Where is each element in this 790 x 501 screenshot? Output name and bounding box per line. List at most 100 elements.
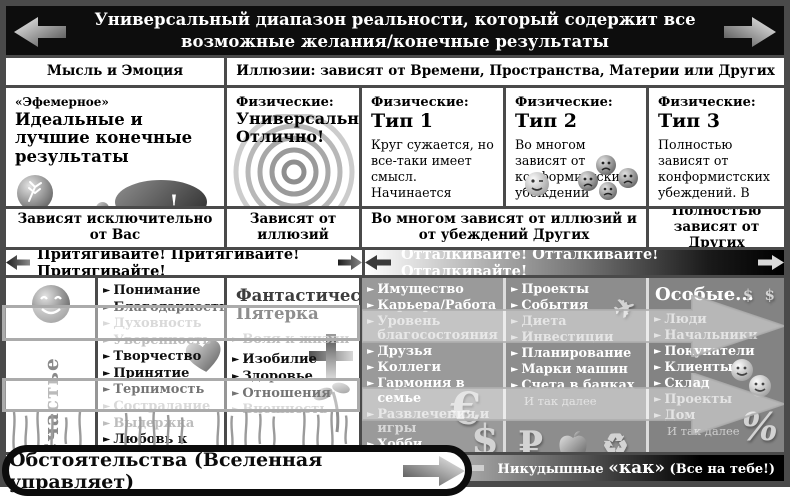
type2-label: Физические:	[515, 95, 613, 110]
repel-label: Отталкивайте! Отталкивайте! Отталкивайте…	[401, 250, 659, 275]
triangle-bullet-icon: ►	[103, 318, 111, 330]
bad-hows-text-end: (Все на тебе!)	[665, 462, 775, 477]
attract-band-icon	[2, 305, 360, 341]
triangle-bullet-icon: ►	[654, 377, 662, 389]
sprout-icon	[307, 380, 351, 434]
list-item-label: Планирование	[521, 345, 632, 361]
list-item: ►Начальники	[654, 328, 782, 343]
list-item: ►Развлечения и игры	[367, 406, 501, 437]
ephemeral-icons: ...!	[15, 173, 215, 206]
list-item-label: Творчество	[113, 349, 202, 365]
list-item: ►Карьера/Работа	[367, 297, 501, 313]
list-item: ►Диета	[511, 314, 644, 329]
types-row: «Эфемерное» Идеальные и лучшие конечные …	[6, 88, 784, 209]
triangle-bullet-icon: ►	[511, 363, 519, 375]
triangle-bullet-icon: ►	[654, 329, 662, 341]
fantastic-five-title: ФантастическаяПятерка	[232, 283, 359, 332]
list-item-label: Развлечения и игры	[377, 406, 490, 437]
bad-hows-text-start: Никудышные	[497, 462, 609, 477]
list-item-label: Коллеги	[377, 360, 442, 376]
triangle-bullet-icon: ►	[511, 299, 519, 311]
universal-title: Универсальные	[236, 109, 360, 128]
bad-hows-kak-emphasis: «как»	[608, 458, 666, 478]
repel-banner: Отталкивайте! Отталкивайте! Отталкивайте…	[365, 250, 784, 275]
cell-type1: Физические: Тип 1 Круг сужается, но все-…	[362, 88, 506, 206]
banner: Универсальный диапазон реальности, котор…	[6, 6, 784, 58]
list-item: ►Отношения	[232, 386, 357, 401]
list-item-label: Отношения	[242, 385, 331, 401]
type3-label: Физические:	[658, 95, 756, 110]
triangle-bullet-icon: ►	[232, 387, 240, 399]
list-item: ►Уровень благосостояния	[367, 314, 501, 344]
triangle-bullet-icon: ►	[654, 409, 662, 421]
special-title: Особые...	[655, 284, 754, 305]
triangle-bullet-icon: ►	[367, 315, 375, 327]
list-item: ►Люди	[654, 312, 782, 327]
list-item-label: Выдержка	[113, 415, 195, 431]
list-item: ►Духовность	[103, 316, 222, 331]
type3-title: Тип 3	[658, 110, 720, 132]
list-item-label: Терпимость	[113, 382, 205, 398]
list-item: ►Покупатели	[654, 344, 782, 359]
triangle-bullet-icon: ►	[103, 384, 111, 396]
attract-band-icon	[2, 378, 360, 412]
list-item-label: Проекты	[521, 282, 590, 297]
attract-label: Притягивайте! Притягивайте! Притягивайте…	[37, 250, 300, 275]
triangle-bullet-icon: ►	[367, 284, 375, 295]
triangle-bullet-icon: ►	[511, 331, 519, 343]
triangle-bullet-icon: ►	[103, 417, 111, 429]
triangle-bullet-icon: ►	[367, 362, 375, 374]
list-item-label: Склад	[664, 375, 710, 391]
type1-title: Тип 1	[371, 110, 433, 132]
circumstances-box: Обстоятельства (Вселенная управляет)	[2, 445, 472, 496]
cell-ephemeral: «Эфемерное» Идеальные и лучшие конечные …	[6, 88, 227, 206]
list-item: ►Изобилие	[232, 352, 357, 367]
fantastic-title-line2: Пятерка	[236, 304, 319, 324]
list-item: ►Принятие	[103, 366, 222, 381]
type3-body: Полностью зависят от конформистских убеж…	[658, 137, 775, 206]
list-item-label: Инвестиции	[521, 329, 614, 345]
triangle-bullet-icon: ►	[511, 379, 519, 391]
thought-dot-icon	[96, 201, 109, 206]
circumstances-arrow-right-icon	[403, 455, 465, 486]
apple-logo-icon	[558, 430, 588, 452]
triangle-bullet-icon: ►	[103, 401, 111, 413]
recycle-icon: ♻	[602, 428, 629, 452]
triangle-bullet-icon: ►	[511, 347, 519, 359]
triangle-bullet-icon: ►	[103, 285, 111, 296]
etc-label: И так далее	[667, 423, 740, 438]
list-item-label: Дом	[664, 407, 696, 423]
type1-body: Круг сужается, но все-таки имеет смысл. …	[371, 137, 494, 206]
triangle-bullet-icon: ►	[367, 346, 375, 358]
list-item-label: Понимание	[113, 283, 201, 298]
attract-banner: Притягивайте! Притягивайте! Притягивайте…	[6, 250, 365, 275]
triangle-bullet-icon: ►	[103, 367, 111, 379]
attract-arrow-right-icon	[338, 255, 362, 270]
list-item: ►Дом	[654, 407, 782, 423]
list-item: ►События	[511, 298, 644, 313]
type1-label: Физические:	[371, 95, 469, 110]
list-item: ►Понимание	[103, 283, 222, 298]
list-item: ►Планирование	[511, 345, 644, 361]
list-item-label: Изобилие	[242, 352, 317, 368]
list-item: ►Терпимость	[103, 382, 222, 397]
list-item-label: Счета в банках	[521, 377, 635, 393]
banner-arrow-right-icon	[724, 17, 776, 47]
list-item: ►Коллеги	[367, 360, 501, 376]
triangle-bullet-icon: ►	[367, 299, 375, 311]
list-item-label: Духовность	[113, 316, 202, 332]
triangle-bullet-icon: ►	[103, 351, 111, 363]
banner-arrow-left-icon	[14, 17, 66, 47]
triangle-bullet-icon: ►	[232, 354, 240, 366]
diagram-frame: Универсальный диапазон реальности, котор…	[0, 0, 790, 487]
etc-label: И так далее	[524, 393, 597, 408]
list-item: ►Проекты	[511, 282, 644, 297]
type3-body-text: Полностью зависят от конформистских убеж…	[658, 137, 770, 206]
special-cell: $ $ % Особые... ►Люди ►Начальники	[649, 278, 784, 452]
ephemeral-title: Идеальные и лучшие конечные результаты	[15, 110, 193, 166]
list-item-label: Карьера/Работа	[377, 297, 497, 313]
list-item: ►Гармония в семье	[367, 377, 501, 406]
circumstances-label: Обстоятельства (Вселенная управляет)	[9, 448, 323, 493]
triangle-bullet-icon: ►	[654, 314, 662, 325]
